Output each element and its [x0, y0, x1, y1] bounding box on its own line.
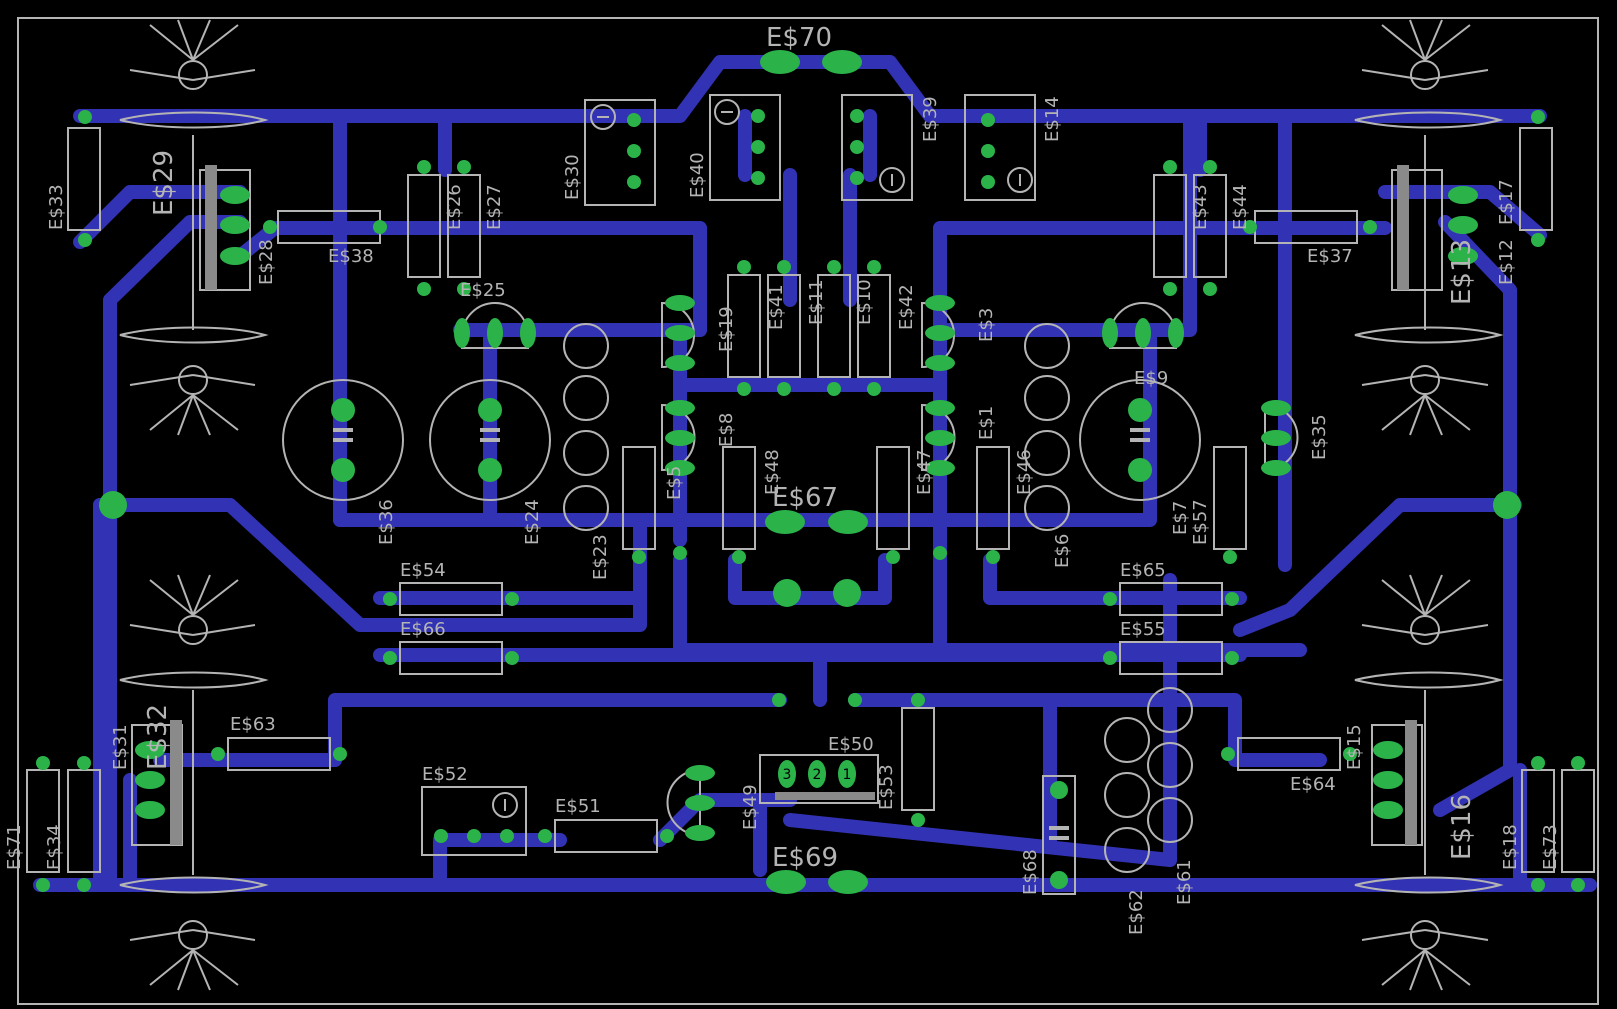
label-e29: E$29: [149, 150, 179, 216]
label-e50: E$50: [828, 734, 874, 755]
label-e15: E$15: [1344, 724, 1365, 770]
label-e71: E$71: [4, 824, 25, 870]
label-e1: E$1: [976, 406, 997, 440]
label-e43: E$43: [1190, 184, 1211, 230]
label-e73: E$73: [1540, 824, 1561, 870]
label-e40: E$40: [687, 152, 708, 198]
label-e17: E$17: [1496, 179, 1517, 225]
label-e3: E$3: [976, 308, 997, 342]
label-e48: E$48: [762, 449, 783, 495]
silkscreen-marks: [333, 99, 1150, 840]
label-e10: E$10: [854, 279, 875, 325]
pin-number: 1: [843, 767, 852, 783]
label-e27: E$27: [484, 184, 505, 230]
component-labels: E$70 E$67 E$69 E$29 E$33 E$28 E$38 E$26 …: [4, 23, 1561, 935]
heatsink-bottom-right: [1354, 574, 1504, 991]
label-e12: E$12: [1496, 239, 1517, 285]
label-e32: E$32: [143, 704, 173, 770]
label-e11: E$11: [806, 279, 827, 325]
pin-number: 3: [783, 767, 792, 783]
label-e37: E$37: [1307, 246, 1353, 267]
heatsink-bottom-left: [119, 574, 269, 991]
label-e61: E$61: [1174, 859, 1195, 905]
label-e63: E$63: [230, 714, 276, 735]
label-e54: E$54: [400, 560, 446, 581]
label-e31: E$31: [110, 724, 131, 770]
label-e19: E$19: [716, 306, 737, 352]
label-e14: E$14: [1042, 96, 1063, 142]
label-e34: E$34: [44, 824, 65, 870]
label-e65: E$65: [1120, 560, 1166, 581]
label-e41: E$41: [766, 284, 787, 330]
label-e7: E$7: [1170, 501, 1191, 535]
led-ring-left: [563, 323, 609, 531]
label-e13: E$13: [1447, 239, 1477, 305]
transistor-tabs: [170, 165, 1417, 845]
label-e39: E$39: [920, 96, 941, 142]
label-e47: E$47: [914, 449, 935, 495]
label-e53: E$53: [876, 764, 897, 810]
label-e49: E$49: [740, 784, 761, 830]
label-e57: E$57: [1190, 499, 1211, 545]
label-e6: E$6: [1052, 534, 1073, 568]
label-e28: E$28: [256, 239, 277, 285]
pads: [36, 50, 1585, 894]
label-e62: E$62: [1126, 889, 1147, 935]
label-e51: E$51: [555, 796, 601, 817]
heatsink-top-left: [119, 19, 269, 436]
heatsink-top-right: [1354, 19, 1504, 436]
label-e33: E$33: [46, 184, 67, 230]
label-e44: E$44: [1230, 184, 1251, 230]
label-e18: E$18: [1500, 824, 1521, 870]
label-e42: E$42: [896, 284, 917, 330]
label-e52: E$52: [422, 764, 468, 785]
label-e25: E$25: [460, 280, 506, 301]
label-e55: E$55: [1120, 619, 1166, 640]
led-ring-right: [1024, 323, 1070, 531]
label-e35: E$35: [1309, 414, 1330, 460]
label-e66: E$66: [400, 619, 446, 640]
label-e68: E$68: [1020, 849, 1041, 895]
label-e36: E$36: [376, 499, 397, 545]
pin-number: 2: [813, 767, 822, 783]
label-e69: E$69: [772, 843, 838, 873]
label-e8: E$8: [716, 413, 737, 447]
label-e26: E$26: [444, 184, 465, 230]
label-e30: E$30: [562, 154, 583, 200]
label-e38: E$38: [328, 246, 374, 267]
label-e16: E$16: [1447, 794, 1477, 860]
regulator-pin-numbers: 3 2 1: [783, 767, 852, 783]
label-e5: E$5: [664, 466, 685, 500]
label-e67: E$67: [772, 483, 838, 513]
led-ring-bottom: [1104, 687, 1193, 873]
label-e64: E$64: [1290, 774, 1336, 795]
board-outline: [17, 17, 1599, 1005]
label-e23: E$23: [590, 534, 611, 580]
label-e24: E$24: [522, 499, 543, 545]
label-e70: E$70: [766, 23, 832, 53]
label-e46: E$46: [1014, 449, 1035, 495]
label-e9: E$9: [1134, 368, 1168, 389]
